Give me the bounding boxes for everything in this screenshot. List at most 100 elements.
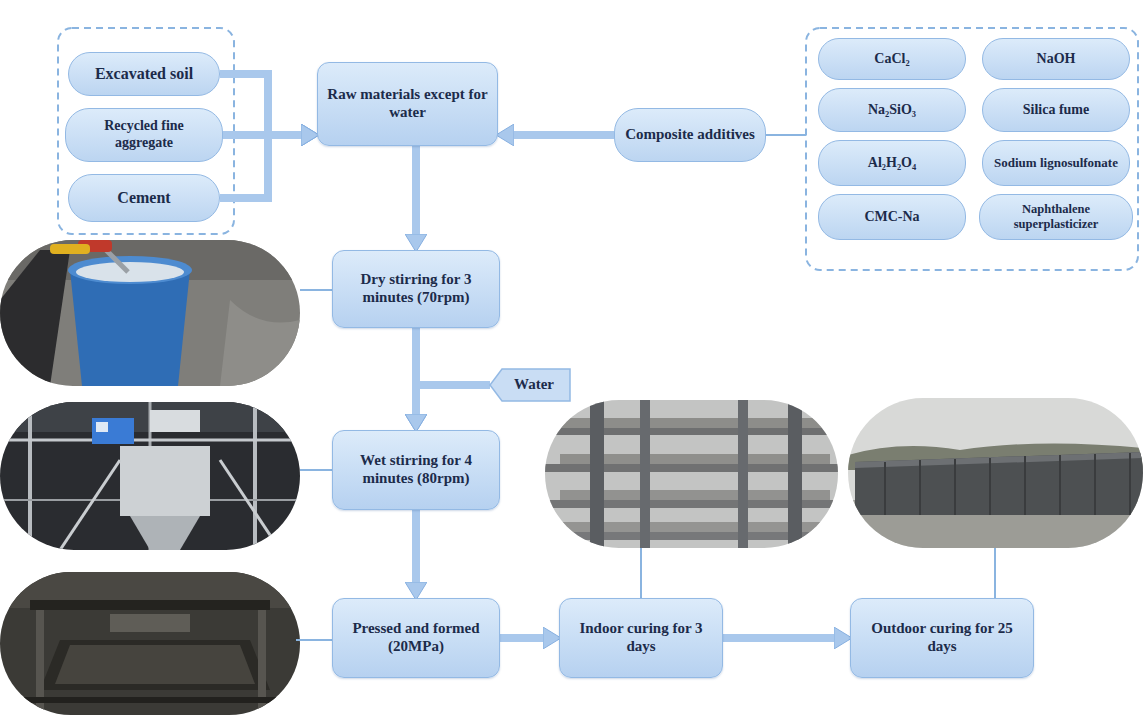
mixer-photo-part — [28, 402, 32, 550]
flow-arrow — [514, 131, 614, 139]
yard-photo-part — [885, 453, 1130, 515]
mixer-photo-part — [253, 402, 257, 550]
mixer-photo-part — [150, 410, 200, 432]
mixer-photo-part — [220, 460, 280, 550]
node-text: CaCl₂ — [866, 51, 917, 68]
shelf-photo-part — [738, 400, 748, 548]
yard-photo-part-part — [919, 460, 921, 515]
yard-photo-part — [855, 452, 1143, 468]
node-text: Indoor curing for 3 days — [560, 620, 722, 655]
yard-photo-part-part — [954, 459, 956, 515]
node-text: Composite additives — [617, 126, 763, 144]
material-pill: Excavated soil — [68, 52, 220, 96]
press-photo-part — [40, 640, 270, 690]
node-text: Cement — [109, 189, 178, 208]
mixer-photo-part — [0, 439, 300, 442]
flow-arrow — [412, 510, 420, 582]
mixer-photo-part — [130, 516, 200, 550]
flow-arrow — [412, 146, 420, 234]
bucket-photo-part — [76, 262, 184, 282]
yard-photo-part-part — [989, 458, 991, 515]
flow-arrow — [416, 385, 490, 414]
additive-group-pill: Composite additives — [614, 108, 766, 162]
press-photo-part — [55, 645, 255, 684]
bucket-photo-part — [70, 270, 190, 386]
shelf-photo-part — [788, 400, 802, 548]
node-text: Al₂H₂O₄ — [860, 155, 924, 172]
node-text: Outdoor curing for 25 days — [851, 620, 1033, 655]
node-text: Pressed and formed (20MPa) — [333, 620, 499, 655]
process-box: Dry stirring for 3 minutes (70rpm) — [332, 250, 500, 328]
mixer-photo-part — [120, 446, 210, 516]
mixer-photo-part — [92, 418, 134, 444]
mixer-photo-part — [96, 422, 108, 432]
group-bracket-part — [766, 134, 806, 136]
mixer-photo-part — [60, 460, 120, 550]
additive-pill: Na₂SiO₃ — [818, 88, 966, 132]
yard-photo-part — [855, 452, 1143, 515]
material-pill: Recycled fine aggregate — [65, 108, 223, 162]
process-box: Raw materials except for water — [317, 62, 498, 146]
node-text: Dry stirring for 3 minutes (70rpm) — [333, 271, 499, 306]
node-text: CMC-Na — [856, 209, 927, 226]
leader-line-part — [296, 639, 335, 641]
node-text: Recycled fine aggregate — [66, 118, 222, 151]
process-box: Wet stirring for 4 minutes (80rpm) — [332, 430, 500, 510]
shelf-photo-part — [545, 400, 838, 548]
yard-photo-part-part — [1094, 454, 1096, 515]
bucket-photo-part — [220, 300, 300, 386]
group-bracket-part — [58, 28, 234, 234]
node-text: Na₂SiO₃ — [860, 102, 924, 119]
press-photo-part — [0, 572, 300, 715]
additive-pill: CaCl₂ — [818, 38, 966, 80]
yard-photo-part-part — [884, 462, 886, 515]
leader-line-part — [640, 548, 642, 598]
additive-pill: NaOH — [982, 38, 1130, 80]
bucket-photo-part — [0, 250, 70, 386]
bucket-photo — [0, 240, 300, 386]
yard-photo — [848, 398, 1143, 548]
press-photo — [0, 572, 300, 715]
node-text: Silica fume — [1015, 102, 1098, 119]
node-text: Excavated soil — [87, 65, 201, 84]
press-photo-part — [110, 614, 190, 632]
bucket-photo-part — [50, 244, 90, 254]
tag-outline — [490, 369, 570, 401]
leader-line — [296, 290, 995, 640]
flow-arrow — [723, 634, 834, 642]
additive-pill: Naphthalene superplasticizer — [979, 194, 1133, 240]
node-text: Wet stirring for 4 minutes (80rpm) — [333, 452, 499, 487]
leader-line-part — [300, 289, 335, 291]
material-pill: Cement — [68, 174, 220, 222]
additive-pill: Al₂H₂O₄ — [818, 140, 966, 186]
leader-line-part — [300, 469, 335, 471]
group-bracket-part — [806, 28, 1138, 270]
mixer-photo — [0, 402, 300, 550]
yard-photo-part-part — [1024, 456, 1026, 515]
yard-photo-part-part — [1059, 455, 1061, 515]
node-text: Raw materials except for water — [318, 86, 497, 121]
press-photo-part — [30, 600, 270, 610]
node-text: Sodium lignosulfonate — [986, 155, 1126, 170]
node-text: NaOH — [1029, 51, 1084, 68]
additive-pill: Sodium lignosulfonate — [982, 140, 1130, 186]
shelf-photo-part — [590, 400, 604, 548]
process-box: Indoor curing for 3 days — [559, 598, 723, 678]
flow-arrow — [220, 74, 301, 135]
node-text: Water — [500, 376, 560, 394]
flow-arrow — [220, 135, 301, 198]
additive-pill: CMC-Na — [818, 194, 966, 240]
process-box: Outdoor curing for 25 days — [850, 598, 1034, 678]
process-box: Pressed and formed (20MPa) — [332, 598, 500, 678]
flow-arrow — [500, 634, 543, 642]
mixer-photo-part — [0, 402, 300, 550]
leader-line-part — [994, 548, 996, 598]
group-bracket — [58, 28, 1138, 270]
bucket-photo-part — [68, 256, 192, 284]
additive-pill: Silica fume — [982, 88, 1130, 132]
bucket-photo-part — [0, 240, 300, 386]
shelf-photo-part — [640, 400, 650, 548]
node-text: Naphthalene superplasticizer — [980, 202, 1132, 232]
